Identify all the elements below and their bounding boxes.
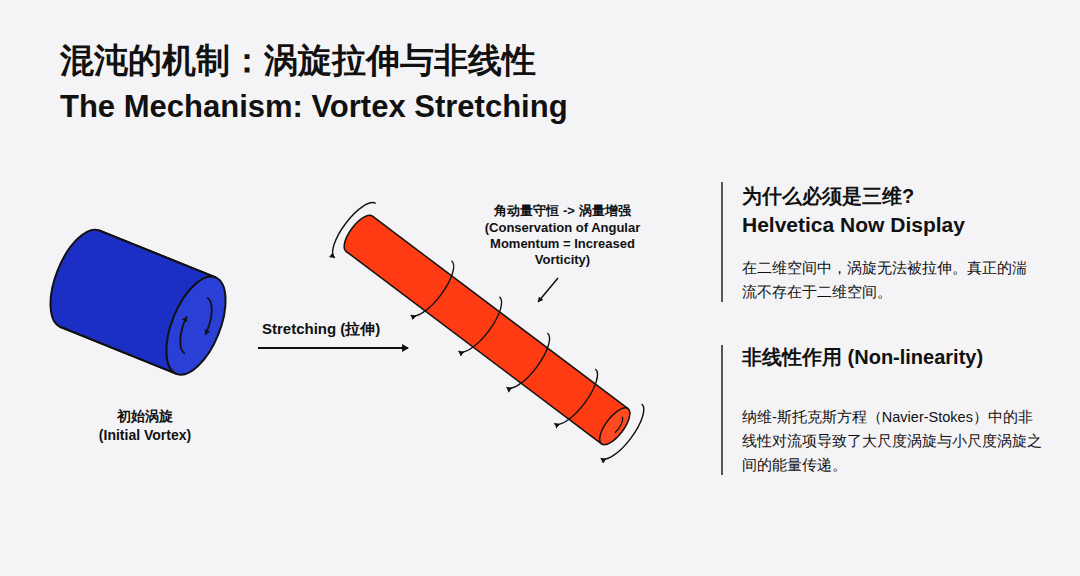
panel-body: 纳维-斯托克斯方程（Navier-Stokes）中的非线性对流项导致了大尺度涡旋… <box>742 405 1042 477</box>
figure-label: 初始涡旋 <box>70 408 220 425</box>
panel-heading: 为什么必须是三维? <box>742 184 914 208</box>
callout-text: (Conservation of Angular Momentum = Incr… <box>470 220 655 268</box>
page-title: 混沌的机制：涡旋拉伸与非线性 <box>60 40 536 81</box>
figure-label: (Initial Vortex) <box>70 427 220 444</box>
panel-divider <box>721 182 723 302</box>
callout-leader <box>538 278 558 302</box>
panel-heading: Helvetica Now Display <box>742 212 965 237</box>
arrow-label: Stretching (拉伸) <box>262 320 380 338</box>
stretching-arrow <box>258 347 408 349</box>
panel-divider <box>721 345 723 475</box>
callout-text: 角动量守恒 -> 涡量增强 <box>470 203 655 219</box>
initial-vortex-cylinder <box>38 222 237 383</box>
subtitle: The Mechanism: Vortex Stretching <box>60 88 568 125</box>
panel-body: 在二维空间中，涡旋无法被拉伸。真正的湍流不存在于二维空间。 <box>742 256 1027 304</box>
panel-heading: 非线性作用 (Non-linearity) <box>742 345 983 369</box>
